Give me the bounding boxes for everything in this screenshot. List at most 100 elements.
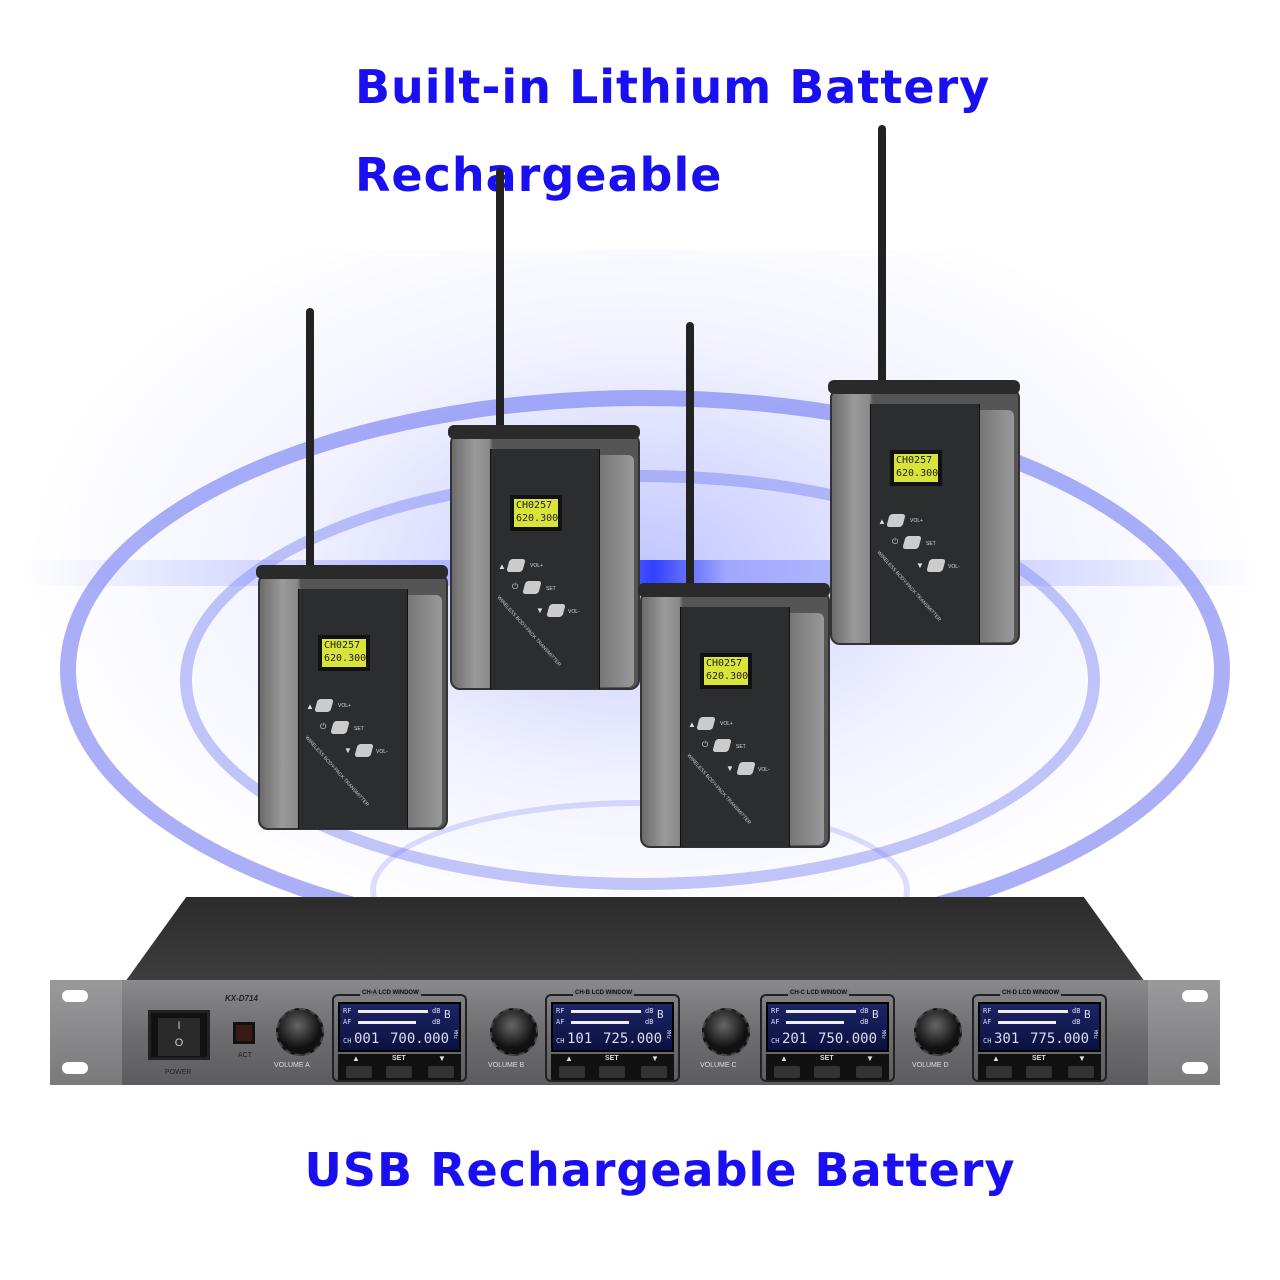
lcd-channel: CH0257	[896, 455, 933, 466]
volume-knob[interactable]	[914, 1008, 962, 1056]
af-label: AF	[983, 1018, 992, 1026]
set-key[interactable]	[386, 1066, 412, 1078]
lcd-keypad: ▲ SET ▼	[978, 1054, 1101, 1080]
power-off-mark: O	[174, 1037, 184, 1049]
lcd-keypad: ▲ SET ▼	[551, 1054, 674, 1080]
volume-label: VOLUME A	[274, 1062, 310, 1069]
up-arrow-icon: ▲	[352, 1054, 360, 1063]
act-label: ACT	[238, 1052, 252, 1059]
act-sensor	[233, 1022, 255, 1044]
unit-label: MHz	[880, 1030, 886, 1040]
antenna	[878, 125, 886, 388]
headline-built-in-battery: Built-in Lithium Battery	[355, 60, 991, 114]
ch-label: CH	[556, 1037, 565, 1045]
af-meter	[998, 1021, 1056, 1024]
set-key[interactable]	[814, 1066, 840, 1078]
down-key[interactable]	[428, 1066, 454, 1078]
up-arrow-icon: ▲	[780, 1054, 788, 1063]
down-arrow-icon: ▼	[438, 1054, 446, 1063]
set-key[interactable]	[1026, 1066, 1052, 1078]
vol-down-label: VOL-	[758, 767, 770, 773]
transmitter-lcd: CH0257 620.300	[890, 450, 942, 486]
volume-knob[interactable]	[276, 1008, 324, 1056]
vol-up-label: VOL+	[338, 703, 351, 709]
down-key[interactable]	[641, 1066, 667, 1078]
receiver-lcd: RF dB AF dB B CH 201 750.000 MHz	[766, 1002, 889, 1052]
lcd-window: CH-C LCD WINDOW RF dB AF dB B CH 201 750…	[760, 990, 895, 1082]
down-key[interactable]	[1068, 1066, 1094, 1078]
model-label: KX-D714	[225, 994, 258, 1003]
lcd-frequency: 620.300	[706, 671, 749, 682]
antenna	[306, 308, 314, 573]
group-label: B	[1084, 1008, 1091, 1021]
vol-down-label: VOL-	[948, 564, 960, 570]
ch-label: CH	[983, 1037, 992, 1045]
set-key[interactable]	[599, 1066, 625, 1078]
vol-up-label: VOL+	[720, 721, 733, 727]
unit-label: MHz	[452, 1030, 458, 1040]
vol-down-label: VOL-	[376, 749, 388, 755]
db-label: dB	[645, 1007, 654, 1015]
power-icon: ⏻	[892, 537, 899, 546]
rf-label: RF	[771, 1007, 780, 1015]
lcd-window: CH-B LCD WINDOW RF dB AF dB B CH 101 725…	[545, 990, 680, 1082]
up-key[interactable]	[986, 1066, 1012, 1078]
db-label: dB	[432, 1018, 441, 1026]
rf-meter	[998, 1010, 1068, 1013]
power-on-mark: I	[177, 1020, 181, 1032]
transmitter-top-cap	[256, 565, 448, 579]
up-triangle-icon: ▲	[306, 702, 314, 711]
power-icon: ⏻	[320, 722, 327, 731]
down-arrow-icon: ▼	[651, 1054, 659, 1063]
unit-label: MHz	[1092, 1030, 1098, 1040]
receiver-lcd: RF dB AF dB B CH 001 700.000 MHz	[338, 1002, 461, 1052]
af-label: AF	[556, 1018, 565, 1026]
af-meter	[786, 1021, 844, 1024]
down-triangle-icon: ▼	[726, 764, 734, 773]
power-label: POWER	[165, 1069, 192, 1076]
vol-up-label: VOL+	[530, 563, 543, 569]
af-label: AF	[343, 1018, 352, 1026]
vol-up-label: VOL+	[910, 518, 923, 524]
db-label: dB	[860, 1018, 869, 1026]
frequency: 775.000	[1030, 1031, 1090, 1047]
receiver-lcd: RF dB AF dB B CH 301 775.000 MHz	[978, 1002, 1101, 1052]
up-key[interactable]	[559, 1066, 585, 1078]
lcd-frequency: 620.300	[324, 653, 367, 664]
group-label: B	[444, 1008, 451, 1021]
af-meter	[571, 1021, 629, 1024]
up-key[interactable]	[346, 1066, 372, 1078]
lcd-frequency: 620.300	[896, 468, 939, 479]
rf-meter	[358, 1010, 428, 1013]
headline-rechargeable: Rechargeable	[355, 148, 723, 202]
lcd-window-title: CH-B LCD WINDOW	[573, 990, 634, 996]
antenna	[686, 322, 694, 591]
db-label: dB	[432, 1007, 441, 1015]
down-key[interactable]	[856, 1066, 882, 1078]
down-triangle-icon: ▼	[916, 561, 924, 570]
receiver-top-cover	[125, 897, 1145, 982]
down-triangle-icon: ▼	[536, 606, 544, 615]
up-key[interactable]	[774, 1066, 800, 1078]
up-arrow-icon: ▲	[992, 1054, 1000, 1063]
set-label: SET	[546, 586, 556, 592]
receiver-lcd: RF dB AF dB B CH 101 725.000 MHz	[551, 1002, 674, 1052]
channel-number: 301	[994, 1031, 1020, 1047]
frequency: 700.000	[390, 1031, 450, 1047]
group-label: B	[657, 1008, 664, 1021]
lcd-window-title: CH-A LCD WINDOW	[360, 990, 421, 996]
ch-label: CH	[343, 1037, 352, 1045]
af-label: AF	[771, 1018, 780, 1026]
db-label: dB	[1072, 1018, 1081, 1026]
volume-knob[interactable]	[490, 1008, 538, 1056]
volume-knob[interactable]	[702, 1008, 750, 1056]
